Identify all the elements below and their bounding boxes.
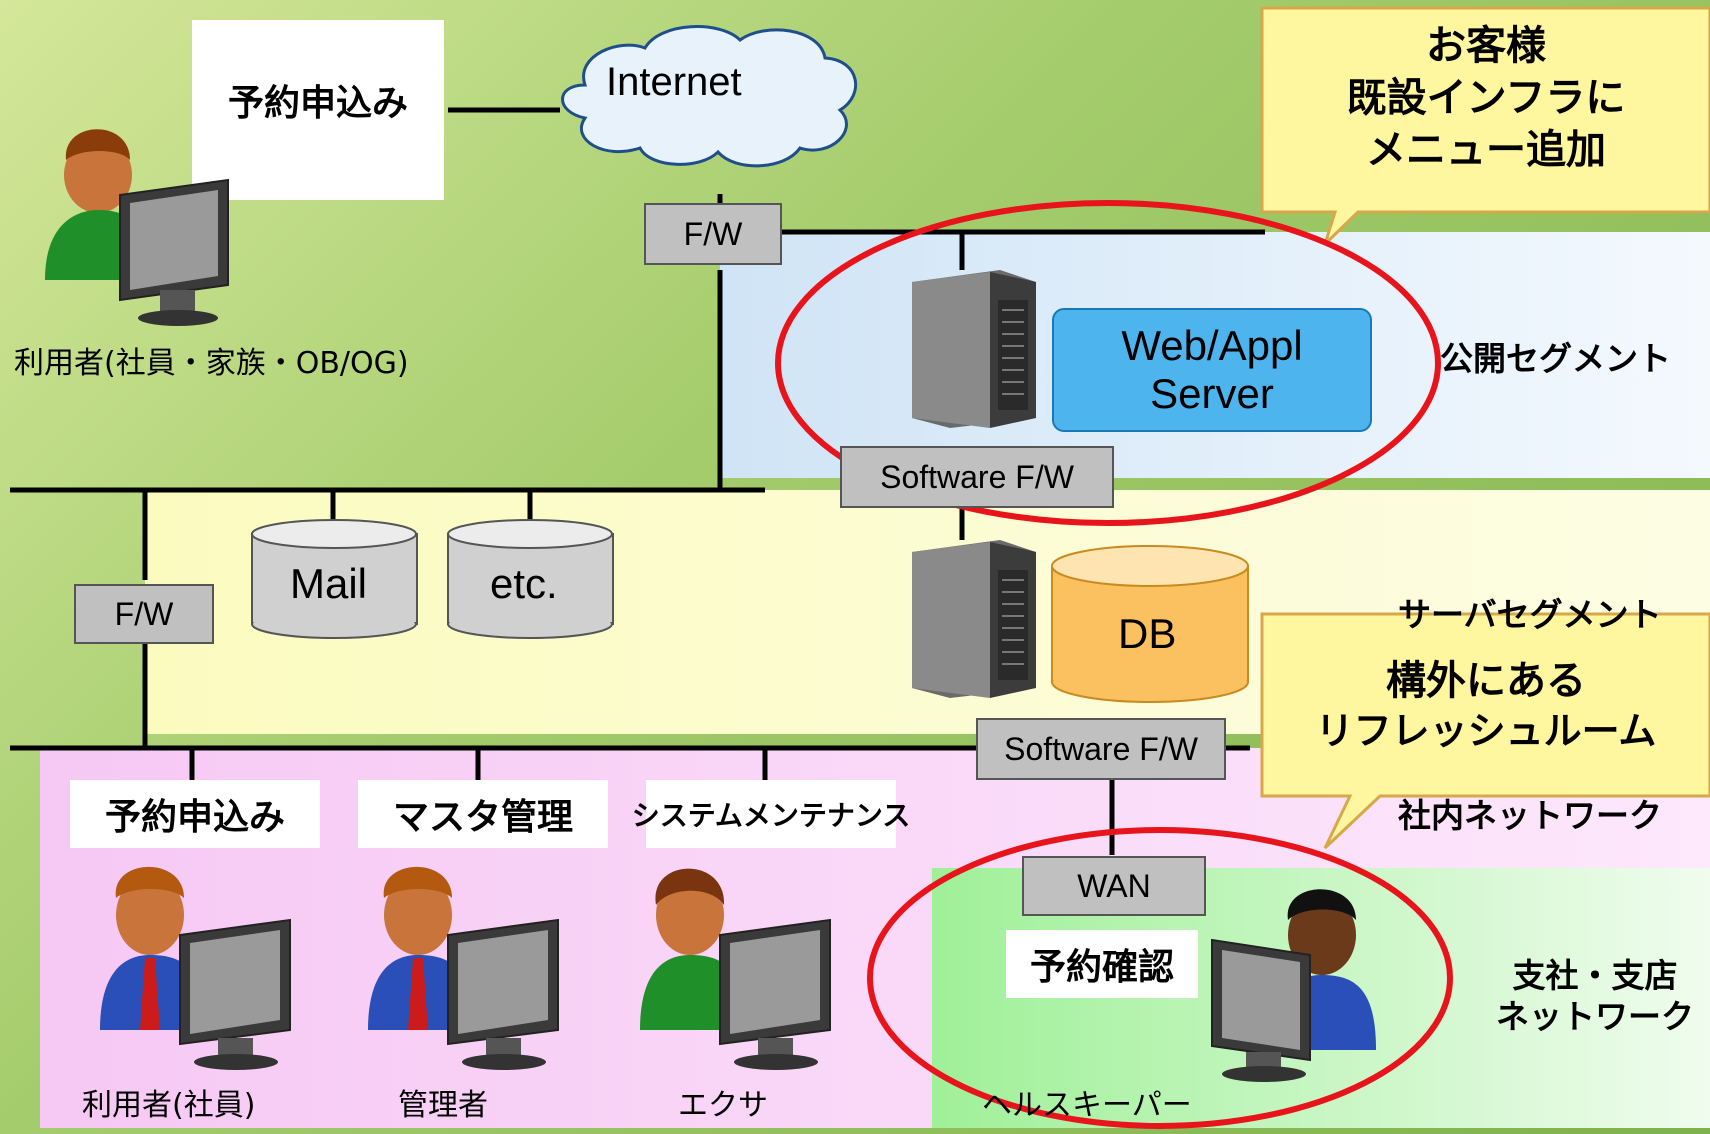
bottom-user-1-role: 予約申込み — [70, 780, 320, 848]
web-server-highlight — [775, 200, 1441, 526]
left-firewall: F/W — [74, 584, 214, 644]
top-firewall: F/W — [644, 203, 782, 265]
customer-callout-line2: 既設インフラに — [1346, 75, 1626, 121]
branch-highlight — [867, 827, 1453, 1129]
outside-callout-line1: 構外にある — [1386, 658, 1586, 704]
etc-storage-icon — [447, 519, 614, 639]
internal-network-label: 社内ネットワーク — [1398, 796, 1662, 835]
bottom-user-3-role: システムメンテナンス — [632, 780, 910, 848]
bottom-user-3-caption: エクサ — [678, 1088, 768, 1123]
mail-storage-icon — [251, 519, 418, 639]
etc-label: etc. — [490, 560, 558, 607]
internet-cloud-icon — [561, 25, 858, 168]
bottom-user-2-role: マスタ管理 — [358, 780, 608, 848]
branch-user-role: 予約確認 — [1006, 930, 1198, 998]
outside-callout-text: 構外にある リフレッシュルーム — [1262, 655, 1710, 756]
web-appl-server-box: Web/Appl Server — [1052, 308, 1372, 432]
software-firewall-2: Software F/W — [976, 718, 1226, 780]
top-user-caption: 利用者(社員・家族・OB/OG) — [14, 346, 409, 381]
software-firewall-1: Software F/W — [840, 446, 1114, 508]
branch-user-caption: ヘルスキーパー — [982, 1088, 1192, 1123]
outside-callout-shape — [1260, 612, 1710, 850]
web-appl-line2: Server — [1150, 370, 1274, 417]
wan-box: WAN — [1022, 856, 1206, 916]
web-appl-line1: Web/Appl — [1121, 321, 1303, 369]
customer-callout-shape — [1260, 6, 1710, 246]
top-request-label: 予約申込み — [192, 20, 444, 200]
bottom-user-1-caption: 利用者(社員) — [82, 1088, 256, 1123]
branch-network-label: 支社・支店 ネットワーク — [1480, 955, 1710, 1038]
mail-label: Mail — [290, 560, 368, 607]
db-server-icon — [912, 540, 1036, 698]
internet-label: Internet — [606, 60, 742, 104]
customer-callout-line1: お客様 — [1426, 23, 1546, 69]
web-server-icon — [912, 270, 1036, 428]
customer-callout-text: お客様 既設インフラに メニュー追加 — [1262, 20, 1710, 176]
server-segment-label: サーバセグメント — [1398, 595, 1662, 634]
customer-callout-line3: メニュー追加 — [1366, 127, 1606, 173]
branch-label-line2: ネットワーク — [1496, 997, 1694, 1037]
outside-callout-line2: リフレッシュルーム — [1315, 709, 1657, 753]
db-label: DB — [1118, 610, 1177, 657]
bottom-user-2-caption: 管理者 — [398, 1088, 488, 1123]
db-storage-icon — [1051, 545, 1249, 703]
public-segment-label: 公開セグメント — [1440, 339, 1671, 378]
branch-label-line1: 支社・支店 — [1512, 956, 1678, 995]
